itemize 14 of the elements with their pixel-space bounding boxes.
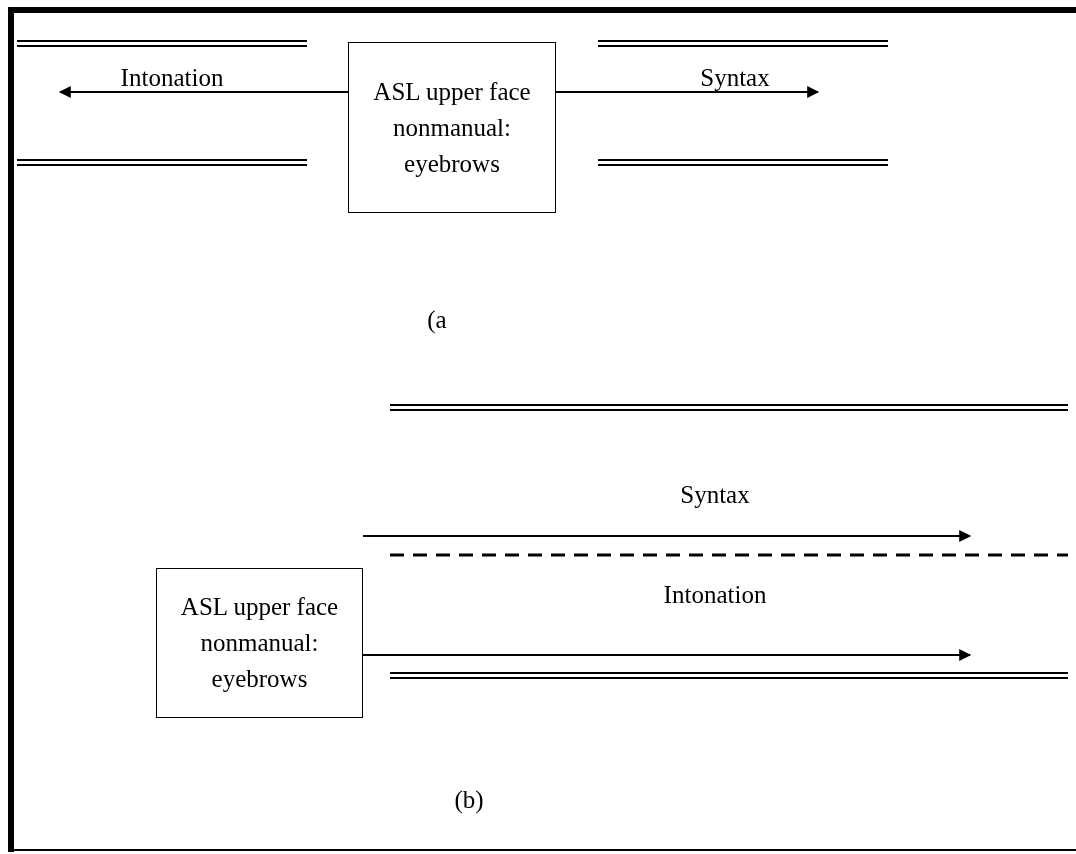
box-text: ASL upper face nonmanual: eyebrows: [179, 592, 340, 694]
panel-label: (b): [454, 785, 484, 815]
arrow: [555, 86, 820, 98]
process-box: [156, 568, 363, 718]
edge-label: Intonation: [120, 63, 224, 93]
process-box: [348, 42, 556, 213]
edge-label: Syntax: [700, 63, 770, 93]
edge-label: Syntax: [680, 480, 750, 510]
box-text: ASL upper face nonmanual: eyebrows: [372, 76, 532, 179]
edge-label: Intonation: [663, 580, 767, 610]
arrow: [58, 86, 349, 98]
panel-label: (a: [427, 305, 447, 335]
arrow: [362, 530, 972, 542]
arrow: [362, 649, 972, 661]
